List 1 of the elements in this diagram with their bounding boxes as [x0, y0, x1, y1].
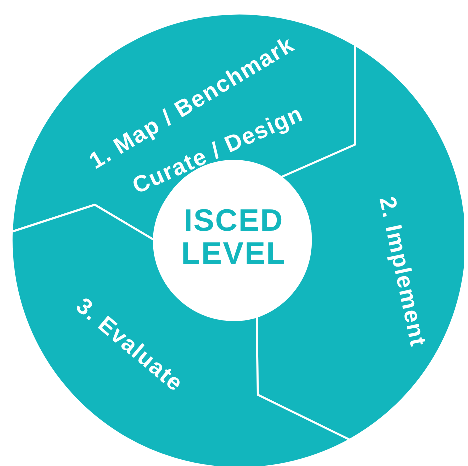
center-label: ISCED LEVEL: [180, 205, 288, 271]
